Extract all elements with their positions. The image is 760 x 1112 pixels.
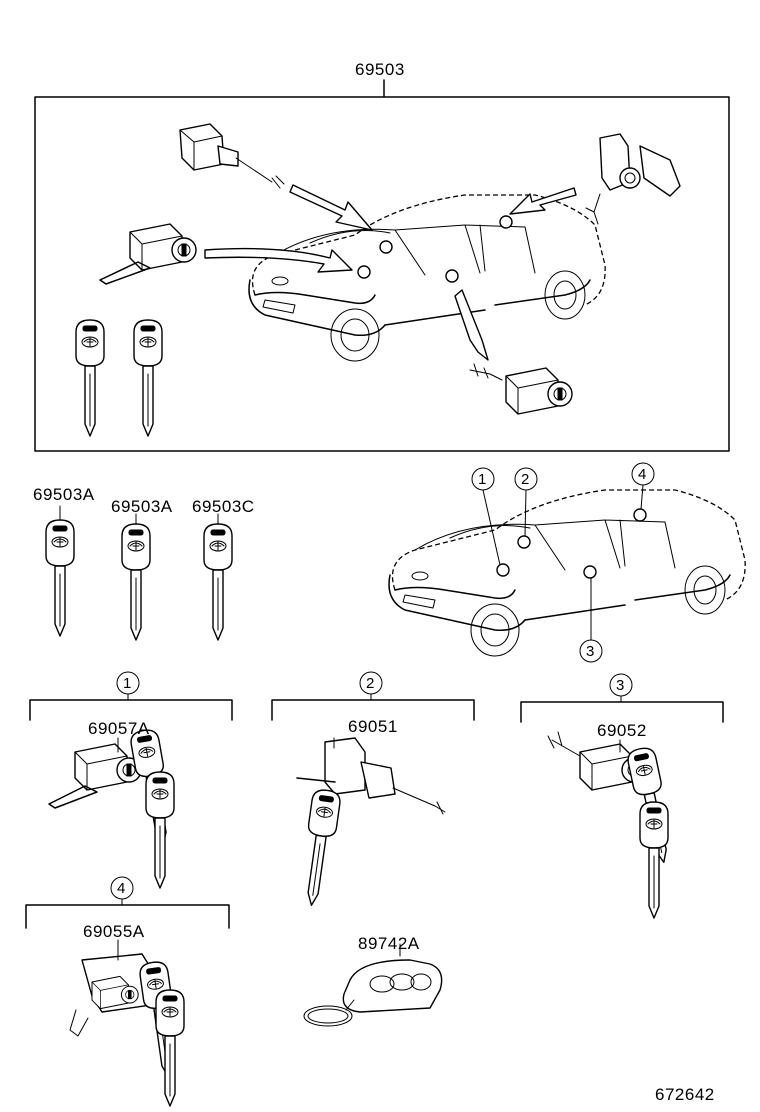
front-door-lock-illus [296, 737, 446, 815]
callout-4-number: 4 [638, 466, 647, 483]
label-69055A: 69055A [83, 922, 145, 941]
callout-4 [631, 462, 655, 510]
top-rear-lock-illus [469, 363, 573, 415]
label-69503A-1: 69503A [33, 485, 95, 504]
callout-3-number: 3 [586, 643, 595, 660]
label-69051: 69051 [348, 717, 398, 736]
top-door-lock-illus [179, 123, 285, 189]
diagram-code: 672642 [655, 1085, 715, 1104]
label-69052: 69052 [597, 721, 647, 740]
group-1-number: 1 [123, 675, 132, 692]
callout-2 [514, 467, 538, 537]
label-69503C: 69503C [192, 497, 255, 516]
group-1-bracket [29, 671, 233, 721]
group-2-number: 2 [366, 675, 375, 692]
transmitter-illus [303, 943, 443, 1027]
callout-3 [579, 577, 603, 663]
rear-door-lock-illus [547, 731, 647, 791]
top-key-1 [75, 319, 105, 437]
callout-1 [471, 467, 501, 566]
label-69503A-2: 69503A [111, 497, 173, 516]
top-car-illustration [248, 194, 606, 362]
label-89742A: 89742A [358, 934, 420, 953]
key-69503A-1-illus [45, 519, 75, 637]
top-trunk-lock-illus [585, 133, 681, 225]
label-69503: 69503 [355, 60, 405, 79]
assembly-frame [34, 96, 730, 452]
top-ignition-illus [99, 223, 197, 285]
group-3-number: 3 [616, 677, 625, 694]
callout-1-number: 1 [478, 471, 487, 488]
callout-2-number: 2 [521, 471, 530, 488]
group-4-number: 4 [117, 880, 126, 897]
key-69503A-2-illus [121, 523, 151, 641]
locator-car-illustration [388, 489, 746, 657]
group-2-bracket [271, 671, 475, 721]
group-3-bracket [520, 673, 724, 723]
group-4-bracket [25, 876, 230, 929]
key-69503C-illus [203, 523, 233, 641]
top-key-2 [133, 319, 163, 437]
label-69057A: 69057A [88, 719, 150, 738]
ignition-cylinder-illus [48, 743, 142, 809]
